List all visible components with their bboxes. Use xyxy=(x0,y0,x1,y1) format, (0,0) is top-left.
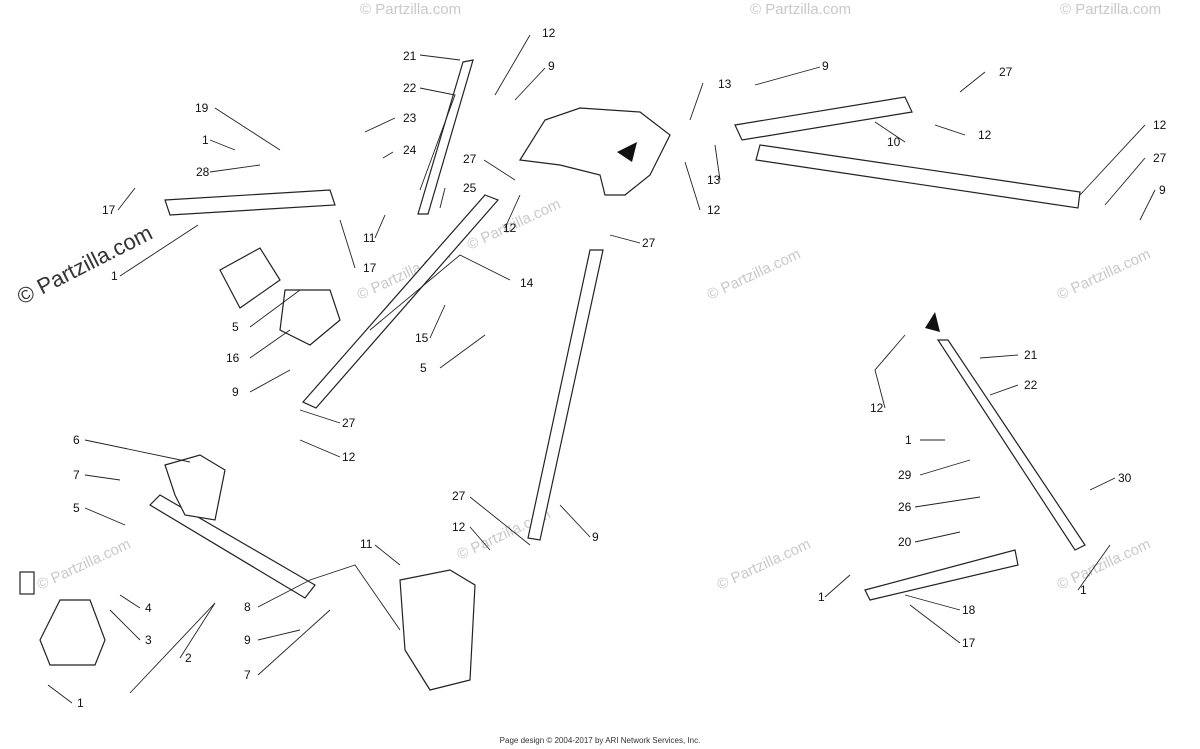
callout: 27 xyxy=(1153,151,1167,165)
callout: 12 xyxy=(1153,118,1167,132)
tie-tube-upper xyxy=(734,96,913,141)
watermark: © Partzilla.com xyxy=(1055,536,1154,594)
watermark: © Partzilla.com xyxy=(750,1,851,18)
bracket-22-right xyxy=(936,339,1086,551)
arrow-marker xyxy=(925,312,940,332)
callout: 9 xyxy=(1159,183,1166,197)
callout: 26 xyxy=(898,500,912,514)
watermark: © Partzilla.com xyxy=(360,1,461,18)
callout: 21 xyxy=(403,49,417,63)
callout: 22 xyxy=(403,81,417,95)
frame-casting xyxy=(518,107,671,196)
bracket-28 xyxy=(164,189,336,216)
callout: 17 xyxy=(962,636,976,650)
callout: 18 xyxy=(962,603,976,617)
callout: 27 xyxy=(452,489,466,503)
watermark: © Partzilla.com xyxy=(1055,246,1154,304)
leader-lines xyxy=(47,34,1156,704)
callout: 12 xyxy=(452,520,466,534)
watermark: © Partzilla.com xyxy=(715,536,814,594)
callout: 15 xyxy=(415,331,429,345)
callout: 1 xyxy=(77,696,84,710)
callout: 27 xyxy=(463,152,477,166)
tube-8 xyxy=(149,494,316,599)
callout: 6 xyxy=(73,433,80,447)
steering-column xyxy=(527,249,604,541)
callout: 11 xyxy=(360,537,373,551)
motor-assembly xyxy=(39,599,106,666)
callout: 28 xyxy=(196,165,210,179)
callout: 9 xyxy=(244,633,251,647)
callout: 12 xyxy=(870,401,884,415)
callout: 13 xyxy=(707,173,721,187)
callout: 21 xyxy=(1024,348,1038,362)
callout: 1 xyxy=(1080,583,1087,597)
callout: 5 xyxy=(232,320,239,334)
callout: 12 xyxy=(342,450,356,464)
module xyxy=(219,247,281,309)
callout: 27 xyxy=(999,65,1013,79)
callout: 9 xyxy=(232,385,239,399)
callout: 14 xyxy=(520,276,534,290)
callout: 11 xyxy=(363,231,376,245)
arrow-marker xyxy=(617,142,637,162)
watermark: © Partzilla.com xyxy=(13,220,156,310)
callout: 27 xyxy=(642,236,656,250)
steering-tube-14 xyxy=(302,194,500,409)
callout: 30 xyxy=(1118,471,1132,485)
callout: 12 xyxy=(978,128,992,142)
callout: 17 xyxy=(363,261,377,275)
callout: 12 xyxy=(542,26,556,40)
connector xyxy=(19,571,35,595)
callout: 2 xyxy=(185,651,192,665)
callout: 7 xyxy=(73,468,80,482)
lower-casting xyxy=(399,569,476,691)
callout-labels: 21 12 9 22 23 24 25 27 19 1 28 17 11 17 … xyxy=(73,26,1167,710)
callout: 23 xyxy=(403,111,417,125)
callout: 9 xyxy=(548,59,555,73)
callout: 1 xyxy=(111,269,118,283)
callout: 9 xyxy=(592,530,599,544)
callout: 16 xyxy=(226,351,240,365)
callout: 12 xyxy=(503,221,517,235)
page-footer: Page design © 2004-2017 by ARI Network S… xyxy=(499,736,701,745)
callout: 22 xyxy=(1024,378,1038,392)
watermark: © Partzilla.com xyxy=(35,536,134,594)
bracket-16 xyxy=(279,289,341,346)
tie-tube-10 xyxy=(755,144,1081,209)
callout: 24 xyxy=(403,143,417,157)
bracket-6 xyxy=(164,454,226,521)
callout: 4 xyxy=(145,601,152,615)
callout: 27 xyxy=(342,416,356,430)
callout: 19 xyxy=(195,101,209,115)
callout: 5 xyxy=(420,361,427,375)
callout: 1 xyxy=(202,133,209,147)
callout: 29 xyxy=(898,468,912,482)
callout: 8 xyxy=(244,600,251,614)
part-drawings xyxy=(19,59,1086,691)
callout: 12 xyxy=(707,203,721,217)
callout: 10 xyxy=(887,135,901,149)
callout: 7 xyxy=(244,668,251,682)
callout: 3 xyxy=(145,633,152,647)
callout: 17 xyxy=(102,203,116,217)
direction-arrows xyxy=(617,142,940,332)
bracket-18 xyxy=(864,549,1019,601)
callout: 1 xyxy=(905,433,912,447)
watermark: © Partzilla.com xyxy=(1060,1,1161,18)
callout: 9 xyxy=(822,59,829,73)
callout: 5 xyxy=(73,501,80,515)
callout: 20 xyxy=(898,535,912,549)
callout: 25 xyxy=(463,181,477,195)
watermark: © Partzilla.com xyxy=(705,246,804,304)
callout: 1 xyxy=(818,590,825,604)
bracket-22 xyxy=(417,59,474,215)
callout: 13 xyxy=(718,77,732,91)
